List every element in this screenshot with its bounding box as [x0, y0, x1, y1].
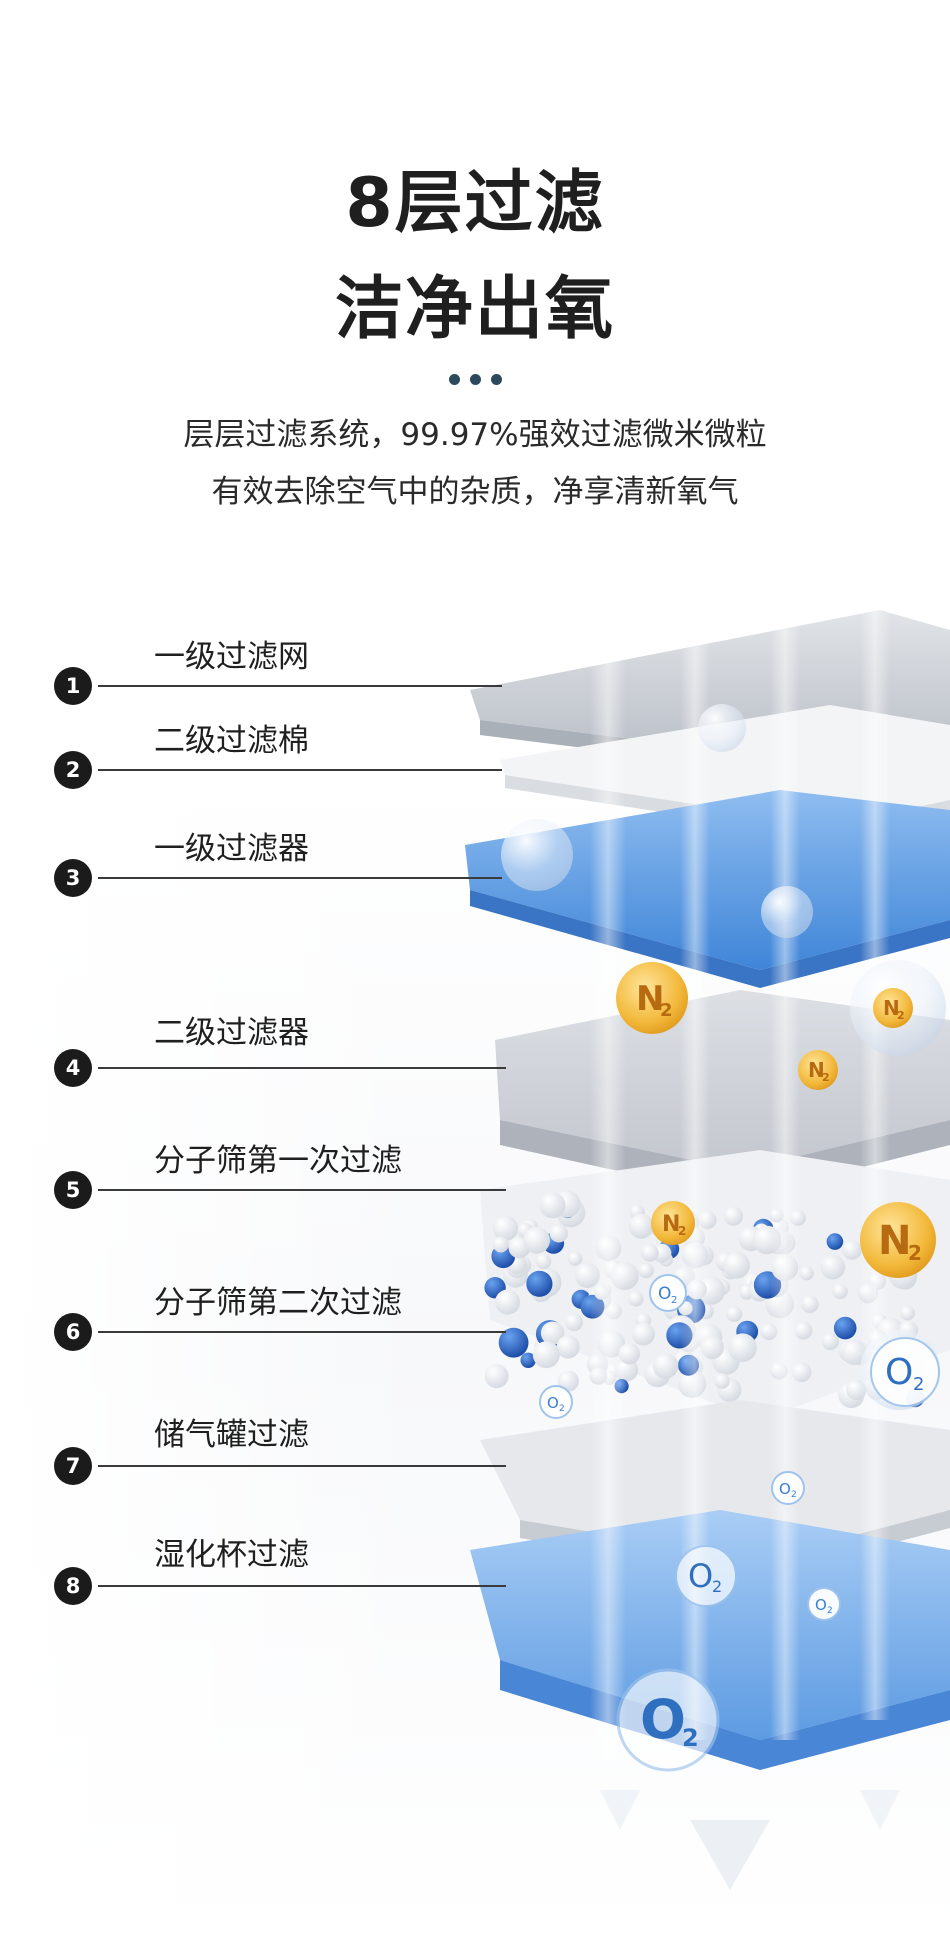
layer-7-number-badge: 7: [54, 1447, 92, 1485]
layer-7-label: 储气罐过滤: [154, 1417, 309, 1453]
layer-6-number-badge: 6: [54, 1313, 92, 1351]
layer-3-label: 一级过滤器: [154, 831, 309, 867]
layer-5-label: 分子筛第一次过滤: [154, 1143, 402, 1179]
layer-3-number-badge: 3: [54, 859, 92, 897]
leader-line: [98, 1331, 506, 1333]
description-line-2: 有效去除空气中的杂质，净享清新氧气: [211, 474, 739, 510]
leader-line: [98, 685, 502, 687]
layer-2-label: 二级过滤棉: [154, 723, 309, 759]
dot-icon: [448, 374, 460, 385]
layer-label-row: 分子筛第一次过滤 5: [0, 1143, 520, 1209]
decorative-dots: [0, 374, 950, 385]
layer-label-row: 分子筛第二次过滤 6: [0, 1285, 520, 1351]
layer-label-row: 二级过滤棉 2: [0, 723, 520, 789]
layer-label-row: 一级过滤网 1: [0, 639, 520, 705]
leader-line: [98, 877, 502, 879]
layer-8-label: 湿化杯过滤: [154, 1537, 309, 1573]
layer-label-row: 一级过滤器 3: [0, 831, 520, 897]
dot-icon: [490, 374, 502, 385]
layer-4-number-badge: 4: [54, 1049, 92, 1087]
leader-line: [98, 1465, 506, 1467]
layer-5-number-badge: 5: [54, 1171, 92, 1209]
layer-label-row: 储气罐过滤 7: [0, 1417, 520, 1485]
description-line-1: 层层过滤系统，99.97%强效过滤微米微粒: [183, 417, 767, 453]
layer-2-number-badge: 2: [54, 751, 92, 789]
layer-label-row: 二级过滤器 4: [0, 1015, 520, 1087]
layer-label-row: 湿化杯过滤 8: [0, 1537, 520, 1605]
leader-line: [98, 769, 502, 771]
leader-line: [98, 1585, 506, 1587]
layer-1-number-badge: 1: [54, 667, 92, 705]
dot-icon: [469, 374, 481, 385]
airflow-arrows: [600, 1790, 900, 1890]
layer-6-label: 分子筛第二次过滤: [154, 1285, 402, 1321]
layer-4-label: 二级过滤器: [154, 1015, 309, 1051]
leader-line: [98, 1067, 506, 1069]
headline-line-2: 洁净出氧: [334, 270, 615, 349]
layer-8-number-badge: 8: [54, 1567, 92, 1605]
layer-1-label: 一级过滤网: [154, 639, 309, 675]
headline-line-1: 8层过滤: [345, 164, 605, 243]
filter-stack-illustration: N 2 N 2 N 2 N 2: [0, 560, 950, 1942]
leader-line: [98, 1189, 506, 1191]
